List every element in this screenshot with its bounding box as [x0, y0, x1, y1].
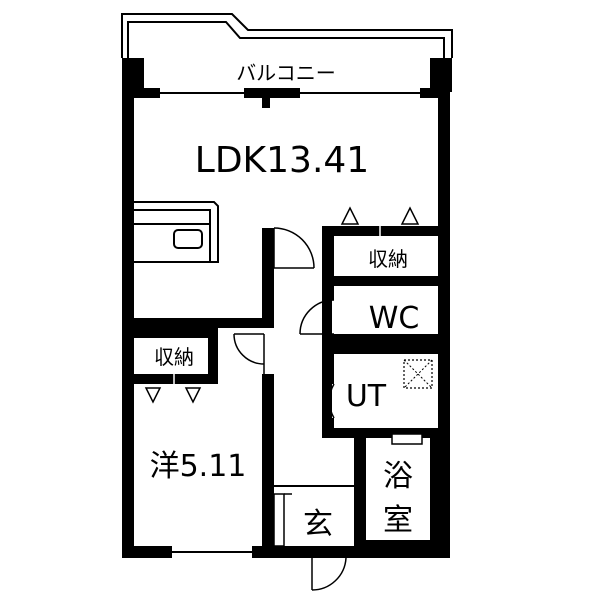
washing-machine-pan: [403, 359, 433, 389]
label-ut: UT: [346, 379, 387, 414]
door-western: [233, 333, 265, 374]
ut-room: [322, 344, 438, 438]
wall-corridor-left-upper: [262, 228, 274, 328]
entrance: [273, 485, 354, 591]
window-top-2: [300, 88, 420, 98]
ceiling-mark: [262, 98, 270, 108]
label-bath-2: 室: [383, 503, 413, 538]
bath-room: [354, 433, 423, 546]
wall-corridor-left-lower: [262, 374, 274, 546]
window-top-1: [160, 88, 244, 98]
label-entrance: 玄: [303, 507, 333, 542]
storage-top: [322, 206, 438, 438]
label-western-room: 洋5.11: [150, 449, 247, 484]
balcony-railing: [121, 13, 453, 58]
wall-ldk-divider: [134, 318, 264, 328]
storage-left: [134, 328, 218, 404]
label-bath-1: 浴: [383, 459, 413, 494]
wall-top: [122, 88, 450, 98]
label-balcony: バルコニー: [236, 61, 336, 85]
label-wc: WC: [369, 301, 420, 336]
label-ldk: LDK13.41: [195, 140, 369, 181]
wall-bottom-bath: [354, 540, 450, 558]
wall-bottom-entrance: [272, 546, 354, 558]
wall-right-lower: [430, 434, 450, 558]
wall-right-upper: [438, 88, 450, 434]
wall-column-left: [122, 58, 144, 92]
door-ldk: [273, 227, 315, 269]
wall-left: [122, 88, 134, 558]
kitchen-counter: [134, 201, 219, 263]
wall-column-right: [430, 58, 452, 92]
window-bottom: [172, 546, 252, 558]
label-storage-left: 収納: [154, 345, 194, 369]
door-entrance: [311, 557, 347, 591]
label-storage-top: 収納: [368, 247, 408, 271]
wc-room: [299, 299, 438, 344]
